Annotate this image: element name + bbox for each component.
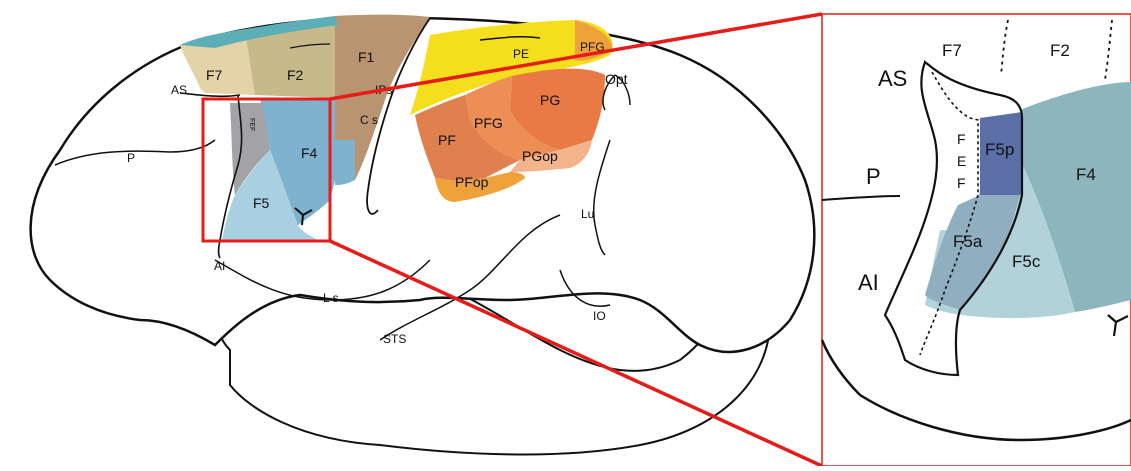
label-IO: IO (593, 309, 606, 323)
label-F2: F2 (287, 67, 304, 83)
label-PFG: PFG (474, 115, 503, 131)
label-Cs: C s (360, 113, 378, 127)
label-Opt: Opt (605, 71, 628, 87)
label-Lu: Lu (581, 207, 594, 221)
zoom-label-F4: F4 (1076, 165, 1096, 184)
label-F1: F1 (358, 49, 375, 65)
zoom-label-AI: AI (858, 270, 879, 295)
label-Ls: L s (323, 291, 339, 305)
zoom-label-AS: AS (878, 66, 907, 91)
zoom-label-F2: F2 (1050, 41, 1070, 60)
zoom-label-F7: F7 (942, 41, 962, 60)
label-AI: AI (214, 259, 225, 273)
label-P: P (127, 151, 135, 165)
zoom-inset: F7 F2 AS F5p F4 P F E F F5a F5c AI (822, 14, 1131, 466)
label-PGop: PGop (522, 148, 558, 164)
label-FEF-vertical: FEF (248, 118, 255, 131)
label-PF: PF (438, 132, 456, 148)
zoom-label-F5a: F5a (953, 232, 983, 251)
label-F7: F7 (206, 67, 223, 83)
zoom-label-FEF-1: F (957, 131, 966, 147)
label-PE: PE (513, 47, 529, 61)
label-STS: STS (383, 332, 406, 346)
label-PFop: PFop (455, 174, 489, 190)
area-F4-extension (335, 140, 355, 185)
zoom-label-FEF-3: F (957, 175, 966, 191)
zoom-label-F5p: F5p (985, 140, 1014, 159)
label-PG: PG (540, 92, 560, 108)
label-AS: AS (171, 83, 187, 97)
zoom-label-FEF-2: E (957, 153, 966, 169)
label-F5: F5 (253, 195, 270, 211)
zoom-label-F5c: F5c (1012, 252, 1041, 271)
zoom-label-P: P (866, 164, 881, 189)
brain-lateral-view: F7 F2 F1 PE PFG Opt AS IPs C s PG PFG PF… (31, 15, 815, 455)
label-F4: F4 (301, 145, 318, 161)
